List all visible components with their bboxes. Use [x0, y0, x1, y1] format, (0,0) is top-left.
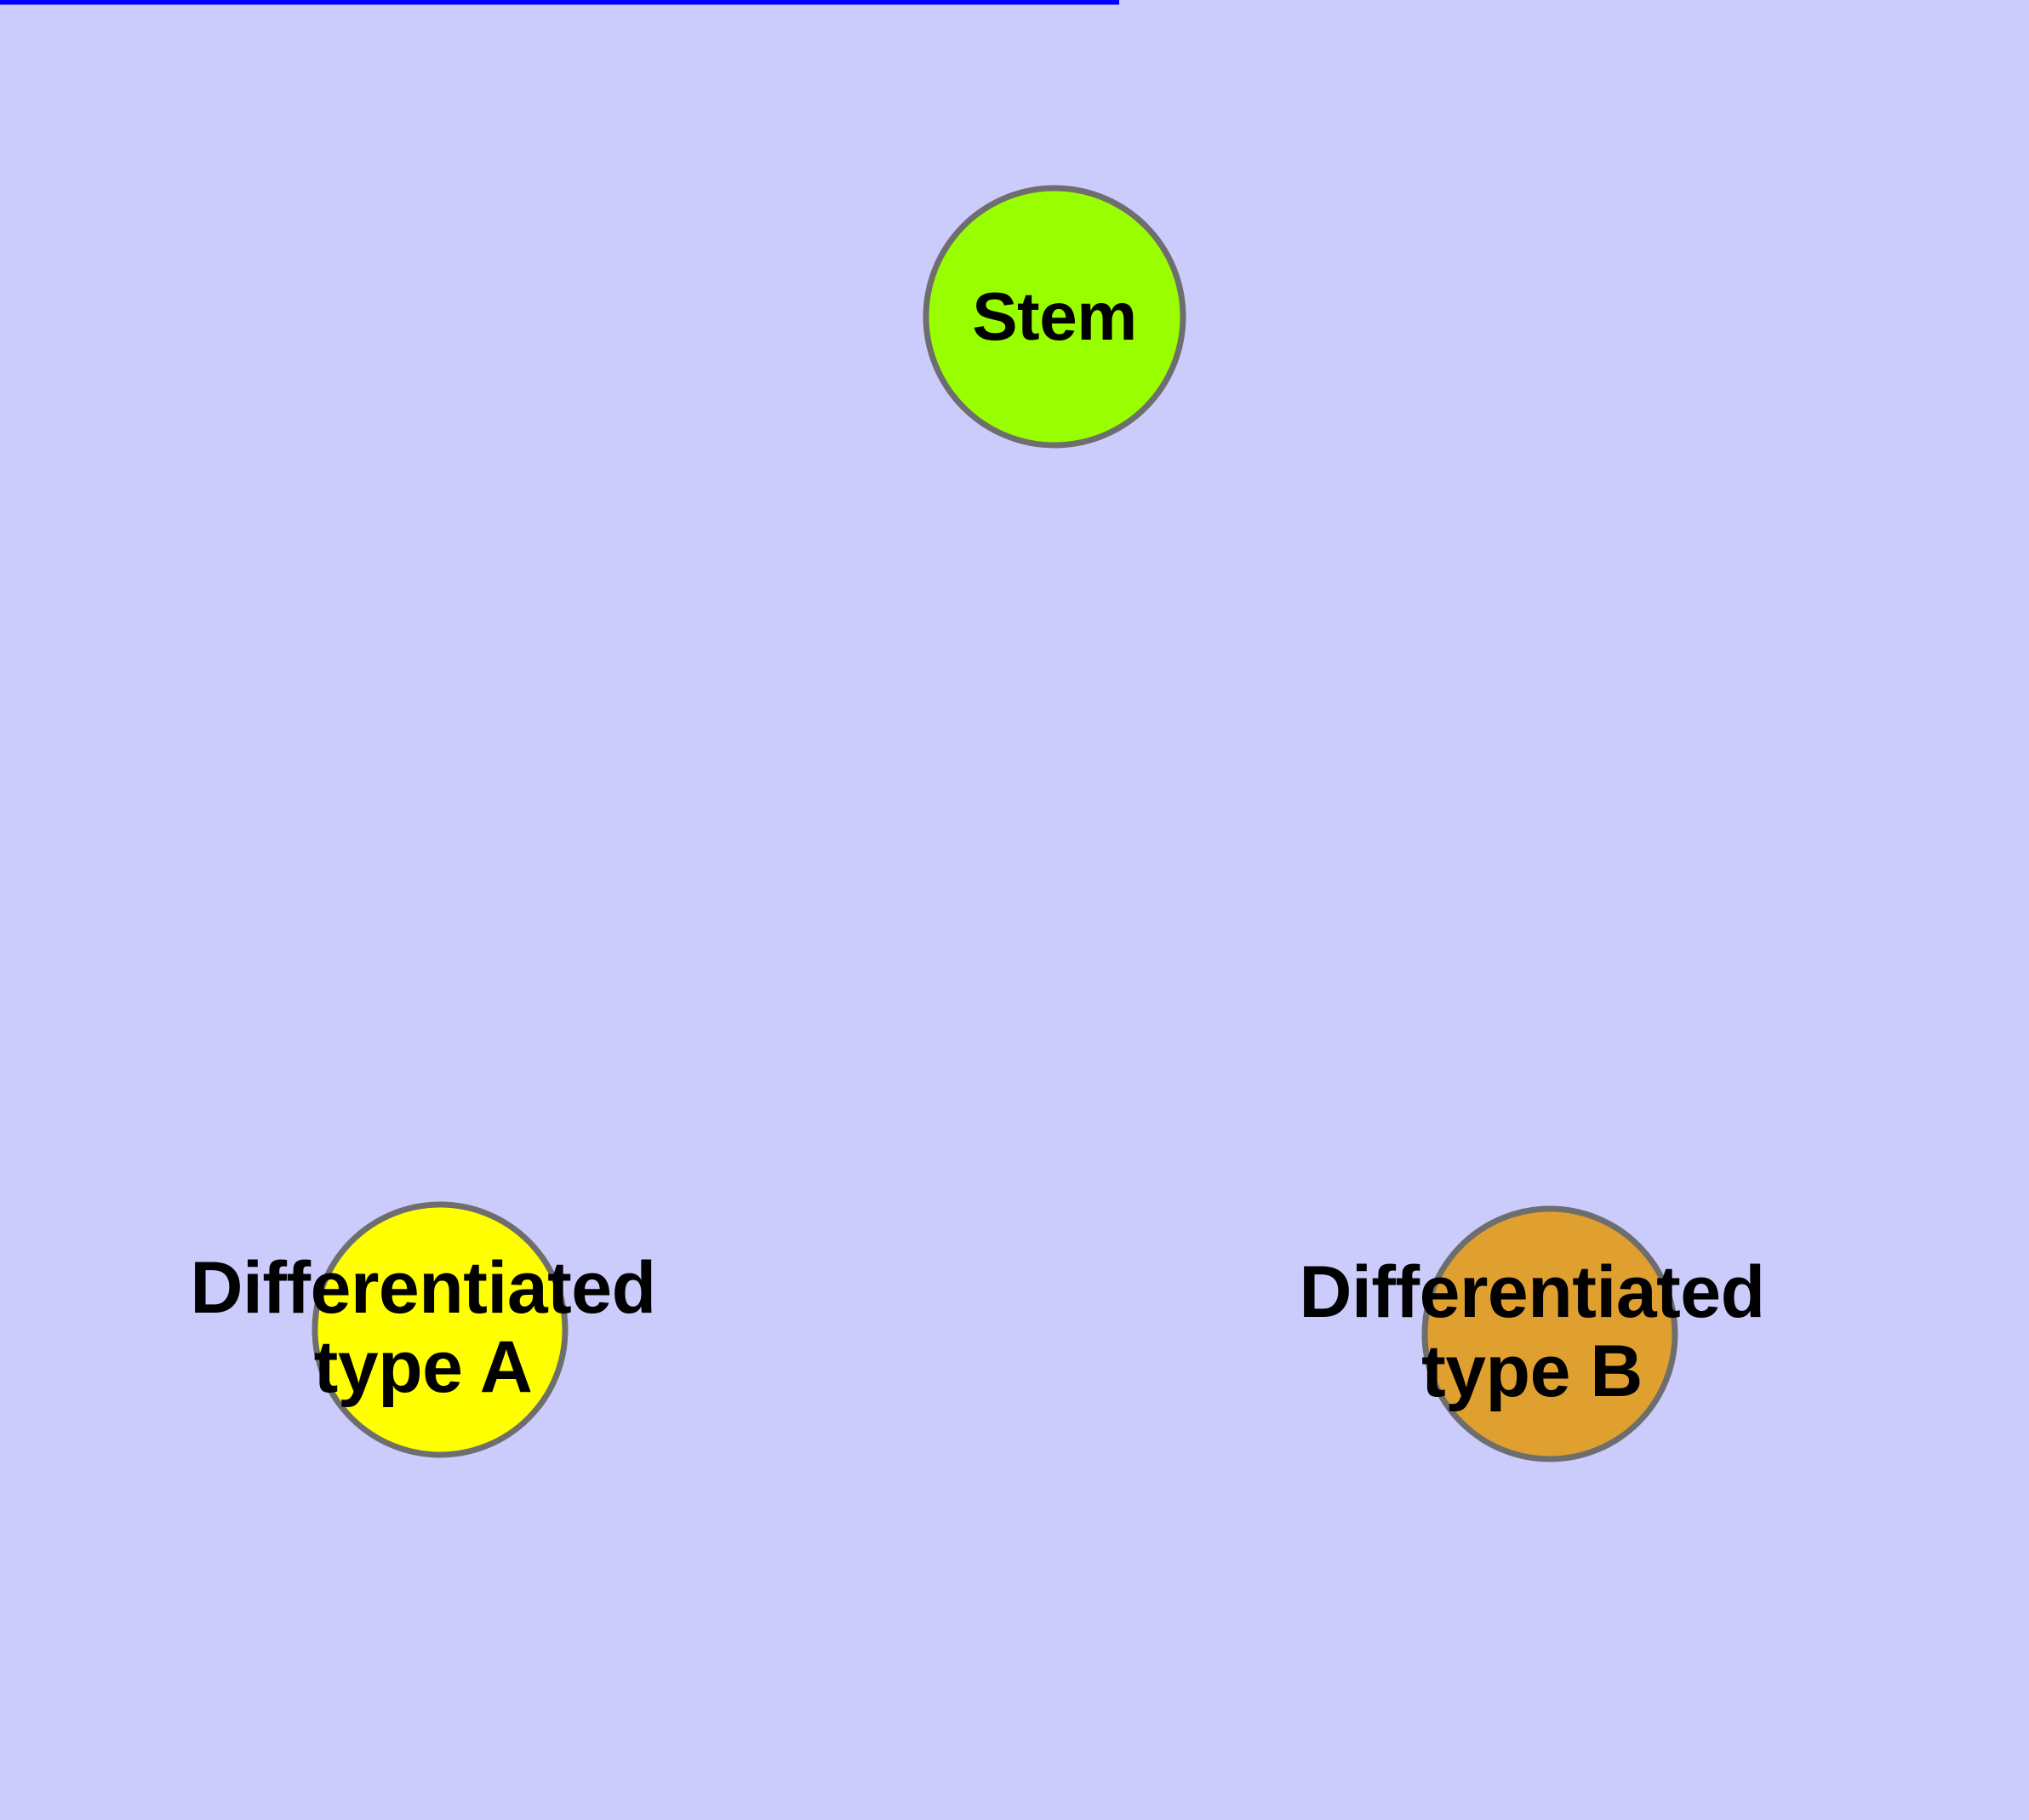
- node-layer: [311, 185, 1678, 1462]
- node-circle-differentiated-b[interactable]: [1421, 1205, 1678, 1462]
- node-circle-stem[interactable]: [923, 185, 1186, 449]
- node-circle-differentiated-a[interactable]: [311, 1201, 569, 1458]
